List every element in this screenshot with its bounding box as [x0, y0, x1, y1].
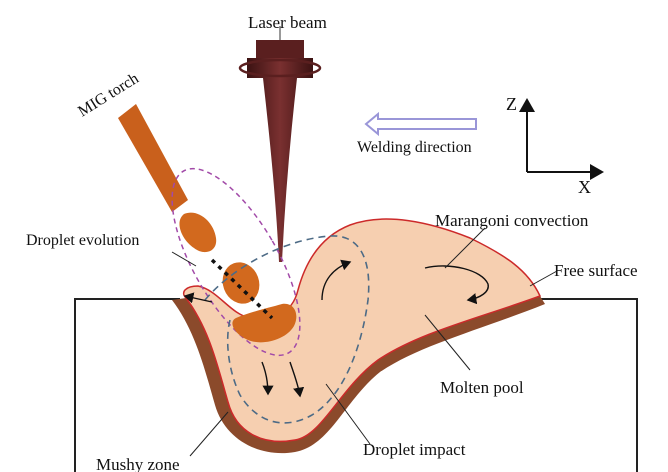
label-free-surface: Free surface	[554, 261, 638, 280]
welding-direction-arrow	[364, 111, 477, 137]
label-axis-z: Z	[506, 94, 517, 114]
label-molten-pool: Molten pool	[440, 378, 524, 397]
leader-marangoni	[444, 227, 486, 269]
axis-icon	[519, 98, 604, 180]
flow-arrow-down-1	[261, 361, 274, 396]
leader-free-surface	[529, 270, 558, 287]
label-welding-direction: Welding direction	[357, 139, 472, 156]
flow-arrow-down-2	[289, 361, 305, 398]
label-droplet-evolution: Droplet evolution	[26, 232, 139, 249]
label-axis-x: X	[578, 177, 591, 197]
mig-torch	[118, 104, 188, 212]
droplet-zone-outline	[171, 167, 301, 357]
leader-molten-pool	[424, 314, 471, 371]
mushy-zone	[172, 296, 545, 454]
droplet-1	[179, 212, 217, 253]
leader-droplet-impact	[325, 383, 371, 445]
flow-arrow-left	[183, 292, 213, 304]
laser-lens	[238, 58, 322, 78]
droplet-3	[232, 303, 297, 343]
label-marangoni-convection: Marangoni convection	[435, 211, 589, 230]
label-droplet-impact: Droplet impact	[363, 440, 466, 459]
flow-loop	[204, 235, 370, 424]
label-mushy-zone: Mushy zone	[96, 455, 180, 472]
droplet-2	[222, 262, 260, 304]
label-laser-beam: Laser beam	[248, 13, 327, 32]
flow-arrow-up	[321, 259, 352, 301]
laser-head	[256, 40, 304, 58]
workpiece-outline	[74, 298, 638, 472]
leader-mushy-zone	[189, 411, 229, 457]
laser-beam	[247, 58, 313, 262]
leader-droplet-evolution	[171, 251, 197, 267]
